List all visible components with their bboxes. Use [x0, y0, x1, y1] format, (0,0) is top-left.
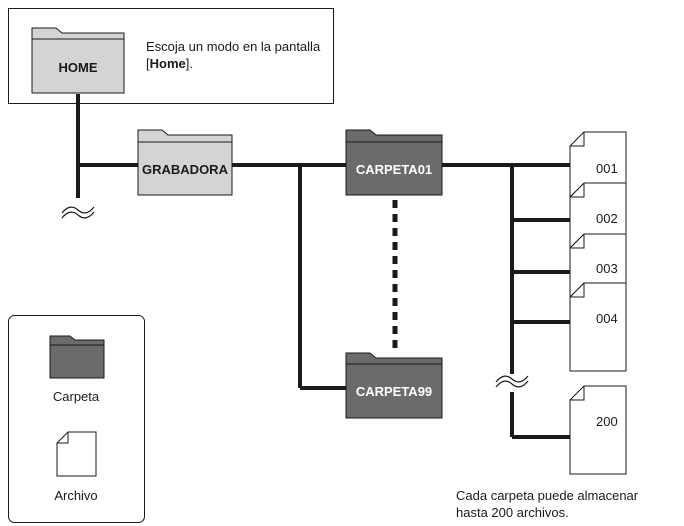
carpeta99-folder-icon: [345, 352, 443, 419]
legend-folder-label: Carpeta: [53, 389, 100, 404]
break-symbol-home-2: [61, 211, 95, 219]
tree-lines: [76, 94, 572, 439]
break-symbol-files: [495, 375, 529, 383]
break-symbol-files-2: [495, 380, 529, 388]
legend-box: [8, 315, 145, 523]
legend-folder-icon: [49, 335, 105, 379]
home-instruction-prefix: Escoja un modo en la pantalla [: [146, 39, 321, 71]
legend-file-icon: [56, 431, 97, 477]
home-instruction: Escoja un modo en la pantalla [Home].: [146, 38, 326, 72]
home-folder-label: HOME: [59, 60, 98, 75]
legend-file-label: Archivo: [54, 488, 97, 503]
grabadora-folder-label: GRABADORA: [142, 162, 229, 177]
file-004-label: 004: [596, 311, 618, 326]
file-001-icon: [569, 131, 627, 199]
file-001-label: 001: [596, 161, 618, 176]
file-200-label: 200: [596, 414, 618, 429]
file-003-label: 003: [596, 261, 618, 276]
file-200-icon: [569, 385, 627, 475]
home-instruction-bold: Home: [149, 56, 186, 71]
file-004-icon: [569, 282, 627, 372]
home-folder-icon: [31, 27, 125, 94]
capacity-note-line1: Cada carpeta puede almacenar: [456, 488, 639, 503]
carpeta99-folder-label: CARPETA99: [356, 384, 432, 399]
carpeta01-folder-label: CARPETA01: [356, 162, 432, 177]
home-instruction-suffix: ].: [185, 56, 193, 71]
grabadora-folder-icon: [137, 129, 233, 196]
break-symbol-home: [61, 206, 95, 214]
capacity-note-line2: hasta 200 archivos.: [456, 505, 569, 520]
capacity-note: Cada carpeta puede almacenar hasta 200 a…: [456, 487, 680, 521]
file-002-label: 002: [596, 211, 618, 226]
carpeta01-folder-icon: [345, 129, 443, 196]
